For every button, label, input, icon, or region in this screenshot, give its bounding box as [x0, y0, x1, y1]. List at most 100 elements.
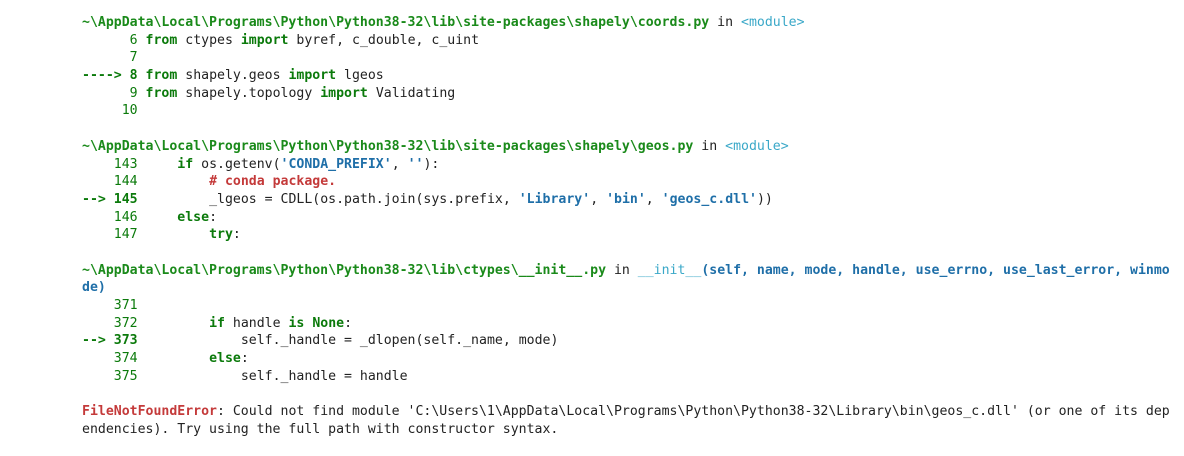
- frame-args: (self, name, mode, handle, use_errno, us…: [82, 262, 1170, 296]
- frame-in-text: in: [606, 262, 638, 278]
- line-number: 371: [113, 298, 138, 314]
- code-text: ,: [645, 191, 662, 207]
- error-type: FileNotFoundError: [82, 404, 217, 420]
- line-prefix: [82, 86, 130, 101]
- spacer: [82, 385, 1172, 403]
- spacer: [82, 244, 1172, 262]
- line-indent: [138, 192, 209, 207]
- frame-file-path[interactable]: ~\AppData\Local\Programs\Python\Python38…: [82, 15, 710, 30]
- line-indent: [138, 369, 241, 384]
- code-text: _lgeos = CDLL(os.path.join(sys.prefix,: [209, 191, 519, 207]
- string-literal: 'bin': [606, 191, 646, 207]
- code-line: 375 self._handle = handle: [82, 368, 1172, 386]
- code-line: 7: [82, 49, 1172, 67]
- keyword: if: [177, 156, 194, 172]
- keyword: from: [145, 32, 178, 48]
- code-text: ,: [590, 191, 607, 207]
- code-text: :: [240, 351, 249, 367]
- keyword: if: [209, 315, 225, 331]
- line-number: 10: [121, 103, 138, 119]
- line-number: 145: [113, 191, 138, 207]
- error-text: : Could not find module 'C:\Users\1\AppD…: [82, 404, 1170, 437]
- line-prefix: [82, 298, 114, 313]
- code-text: handle: [224, 315, 289, 331]
- code-line: 9 from shapely.topology import Validatin…: [82, 85, 1172, 103]
- line-indent: [138, 316, 209, 331]
- code-text: lgeos: [336, 68, 384, 84]
- code-text: :: [344, 315, 353, 331]
- code-line: 374 else:: [82, 350, 1172, 368]
- keyword: import: [288, 68, 337, 84]
- error-message: FileNotFoundError: Could not find module…: [82, 403, 1172, 438]
- code-text: self._handle = _dlopen(self._name, mode): [240, 333, 559, 349]
- keyword: from: [145, 68, 178, 84]
- line-number: 9: [129, 85, 138, 101]
- keyword: import: [320, 85, 368, 101]
- line-number: 373: [113, 333, 138, 349]
- line-number: 146: [113, 209, 138, 225]
- line-prefix: [82, 210, 114, 225]
- line-number: 144: [113, 174, 138, 190]
- line-number: 8: [129, 68, 138, 84]
- line-indent: [138, 210, 178, 225]
- line-number: 6: [129, 32, 138, 48]
- line-prefix: [82, 174, 114, 189]
- code-comment: # conda package.: [209, 174, 337, 190]
- line-indent: [138, 351, 209, 366]
- code-text: :: [232, 227, 241, 243]
- code-line: 10: [82, 102, 1172, 120]
- code-line: --> 373 self._handle = _dlopen(self._nam…: [82, 332, 1172, 350]
- line-indent: [138, 157, 178, 172]
- code-text: )): [756, 191, 773, 207]
- line-indent: [138, 174, 209, 189]
- keyword: else: [209, 351, 241, 367]
- keyword: from: [145, 85, 178, 101]
- code-line: 371: [82, 297, 1172, 315]
- keyword: else: [177, 209, 210, 225]
- current-line-arrow: -->: [82, 191, 114, 207]
- frame-in-text: in: [693, 138, 726, 154]
- current-line-arrow: ---->: [82, 68, 130, 84]
- line-number: 374: [113, 351, 138, 367]
- frame-file-path[interactable]: ~\AppData\Local\Programs\Python\Python38…: [82, 262, 607, 278]
- spacer: [82, 120, 1172, 138]
- line-prefix: [82, 157, 114, 172]
- code-text: :: [209, 209, 218, 225]
- code-text: os.getenv(: [193, 156, 281, 172]
- string-literal: 'geos_c.dll': [661, 191, 757, 207]
- code-line: 146 else:: [82, 209, 1172, 227]
- line-number: 375: [113, 368, 138, 384]
- code-text: ):: [423, 156, 440, 172]
- frame-file-path[interactable]: ~\AppData\Local\Programs\Python\Python38…: [82, 138, 694, 154]
- line-prefix: [82, 369, 114, 384]
- frame-header: ~\AppData\Local\Programs\Python\Python38…: [82, 262, 1172, 297]
- line-prefix: [82, 50, 130, 65]
- code-text: ,: [391, 156, 408, 172]
- line-prefix: [82, 33, 130, 48]
- frame-function: <module>: [741, 15, 805, 30]
- line-indent: [138, 333, 241, 348]
- code-line: ----> 8 from shapely.geos import lgeos: [82, 67, 1172, 85]
- keyword: is: [288, 315, 305, 331]
- keyword: import: [240, 32, 289, 48]
- line-indent: [138, 227, 209, 242]
- code-line: 372 if handle is None:: [82, 315, 1172, 333]
- string-literal: 'CONDA_PREFIX': [280, 156, 392, 172]
- traceback-output: ~\AppData\Local\Programs\Python\Python38…: [82, 14, 1172, 439]
- line-number: 372: [113, 315, 138, 331]
- line-number: 143: [113, 156, 138, 172]
- line-prefix: [82, 103, 122, 118]
- frame-function: __init__: [637, 262, 702, 278]
- code-line: 144 # conda package.: [82, 173, 1172, 191]
- code-line: 147 try:: [82, 226, 1172, 244]
- code-text: shapely.geos: [177, 68, 289, 84]
- code-text: ctypes: [177, 32, 241, 48]
- line-prefix: [82, 227, 114, 242]
- current-line-arrow: -->: [82, 333, 114, 349]
- string-literal: '': [407, 156, 424, 172]
- frame-function: <module>: [725, 138, 789, 154]
- line-sep: [138, 86, 146, 101]
- line-number: 7: [129, 50, 138, 66]
- code-line: 143 if os.getenv('CONDA_PREFIX', ''):: [82, 156, 1172, 174]
- line-sep: [138, 68, 146, 83]
